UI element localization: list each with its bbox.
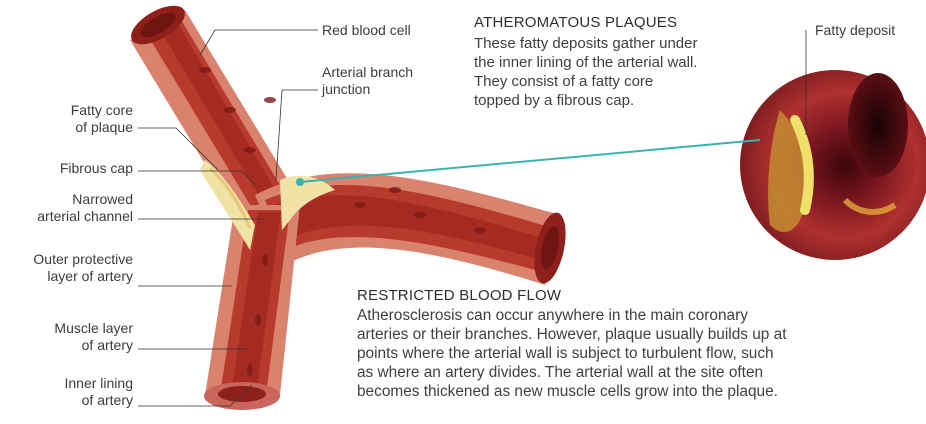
atheromatous-text: These fatty deposits gather under the in…: [474, 34, 697, 110]
label-outer-layer: Outer protective layer of artery: [33, 251, 133, 285]
label-fibrous-cap: Fibrous cap: [60, 160, 133, 177]
label-fatty-deposit: Fatty deposit: [815, 22, 895, 39]
label-narrowed-channel: Narrowed arterial channel: [37, 191, 133, 225]
label-red-blood-cell: Red blood cell: [322, 22, 411, 39]
restricted-text: Atherosclerosis can occur anywhere in th…: [357, 306, 786, 401]
atheromatous-heading: ATHEROMATOUS PLAQUES: [474, 14, 677, 31]
pointer-dot: [296, 178, 304, 186]
label-inner-lining: Inner lining of artery: [65, 375, 134, 409]
label-arterial-branch-junction: Arterial branch junction: [322, 64, 413, 98]
label-fatty-core: Fatty core of plaque: [71, 102, 133, 136]
restricted-heading: RESTRICTED BLOOD FLOW: [357, 287, 561, 304]
label-muscle-layer: Muscle layer of artery: [54, 320, 133, 354]
micrograph-circle: [740, 70, 926, 260]
pointer-line: [300, 140, 760, 182]
